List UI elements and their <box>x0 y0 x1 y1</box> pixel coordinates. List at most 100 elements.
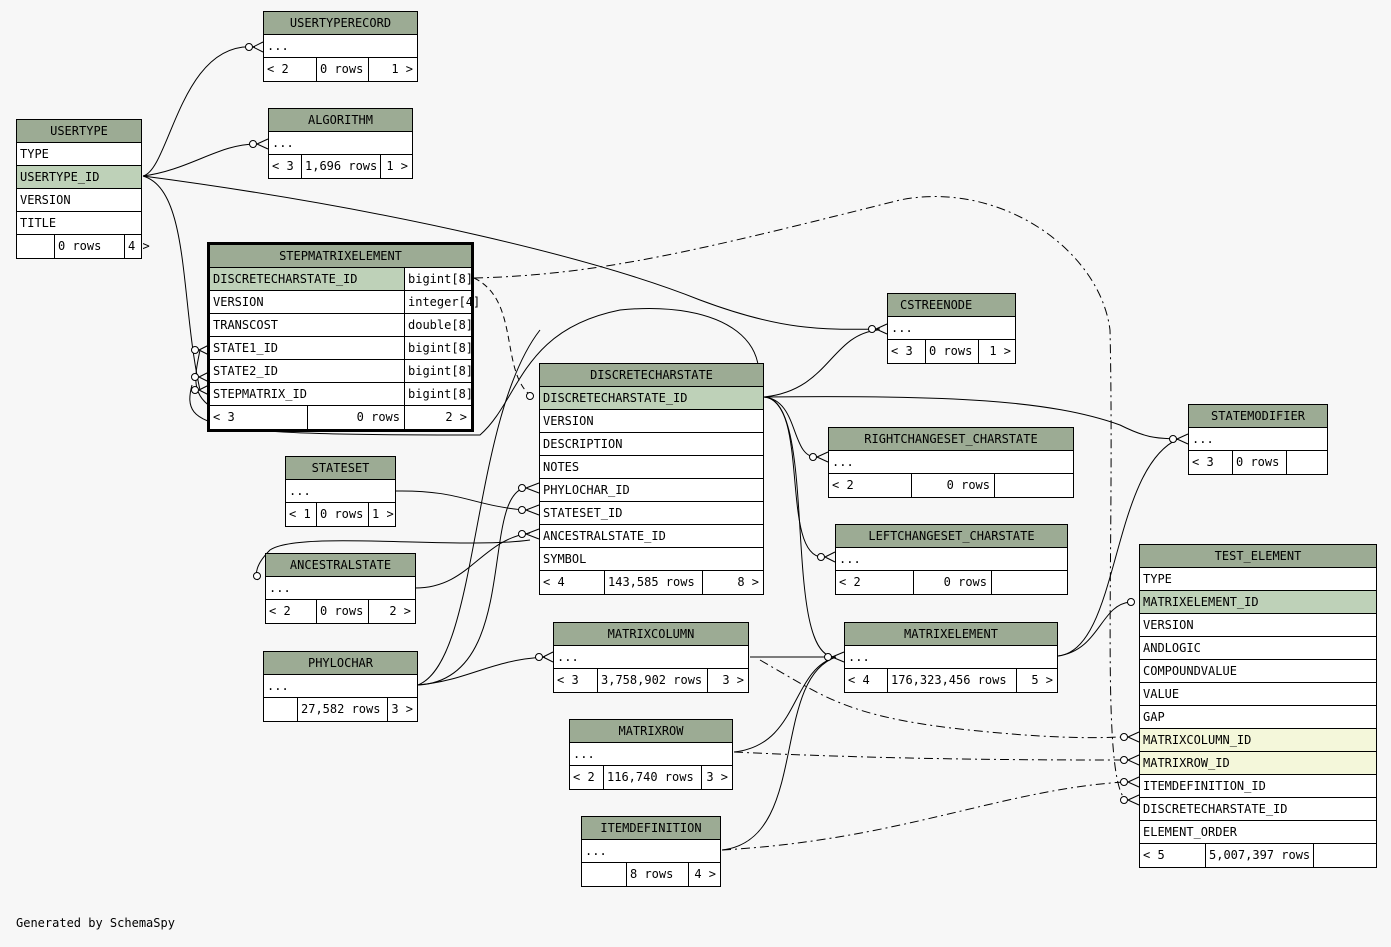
nav-parents-link[interactable]: < 2 <box>839 575 861 589</box>
nav-children-link[interactable] <box>991 571 1067 594</box>
column-row-foreign-key[interactable]: MATRIXROW_ID <box>1140 752 1376 775</box>
table-title[interactable]: STATEMODIFIER <box>1189 405 1327 428</box>
column-row[interactable]: STEPMATRIX_ID bigint[8] <box>210 383 473 406</box>
nav-parents-link[interactable]: < 3 <box>213 410 235 424</box>
nav-parents-link[interactable]: < 3 <box>272 159 294 173</box>
column-row[interactable]: VERSION <box>17 189 141 212</box>
nav-parents-link[interactable]: < 1 <box>289 507 311 521</box>
table-title[interactable]: ALGORITHM <box>269 109 412 132</box>
column-row-primary-key[interactable]: DISCRETECHARSTATE_ID bigint[8] <box>210 268 473 291</box>
column-row[interactable]: NOTES <box>540 456 763 479</box>
nav-children-link[interactable] <box>994 474 1073 497</box>
column-row[interactable]: ITEMDEFINITION_ID <box>1140 775 1376 798</box>
table-title[interactable]: ANCESTRALSTATE <box>266 554 415 577</box>
nav-children-link[interactable]: 1 > <box>368 503 395 526</box>
nav-children-link[interactable] <box>1313 844 1376 867</box>
column-row[interactable]: ... <box>570 743 732 766</box>
column-row[interactable]: ... <box>264 35 417 58</box>
table-matrixelement[interactable]: MATRIXELEMENT ... < 4 176,323,456 rows 5… <box>844 622 1058 693</box>
table-title[interactable]: CSTREENODE <box>888 294 1015 317</box>
column-row[interactable]: VERSION integer[4] <box>210 291 480 314</box>
column-row[interactable]: COMPOUNDVALUE <box>1140 660 1376 683</box>
nav-parents-link[interactable]: < 2 <box>269 604 291 618</box>
nav-children-link[interactable] <box>1286 451 1327 474</box>
column-row[interactable]: ... <box>829 451 1073 474</box>
column-row[interactable]: VALUE <box>1140 683 1376 706</box>
nav-parents-link[interactable]: < 3 <box>891 344 913 358</box>
table-title[interactable]: ITEMDEFINITION <box>582 817 720 840</box>
column-row[interactable]: TYPE <box>1140 568 1376 591</box>
column-row[interactable]: ... <box>286 480 395 503</box>
table-rightchangeset-charstate[interactable]: RIGHTCHANGESET_CHARSTATE ... < 2 0 rows <box>828 427 1074 498</box>
nav-children-link[interactable]: 4 > <box>688 863 720 886</box>
table-discretecharstate[interactable]: DISCRETECHARSTATE DISCRETECHARSTATE_ID V… <box>539 363 764 595</box>
column-row[interactable]: STATE2_ID bigint[8] <box>210 360 473 383</box>
nav-parents-link[interactable]: < 3 <box>557 673 579 687</box>
table-title[interactable]: STATESET <box>286 457 395 480</box>
table-matrixcolumn[interactable]: MATRIXCOLUMN ... < 3 3,758,902 rows 3 > <box>553 622 749 693</box>
table-title[interactable]: USERTYPE <box>17 120 141 143</box>
table-title[interactable]: TEST_ELEMENT <box>1140 545 1376 568</box>
table-itemdefinition[interactable]: ITEMDEFINITION ... 8 rows 4 > <box>581 816 721 887</box>
nav-parents-link[interactable] <box>582 863 626 886</box>
column-row[interactable]: DESCRIPTION <box>540 433 763 456</box>
column-row[interactable]: ANDLOGIC <box>1140 637 1376 660</box>
column-row[interactable]: ELEMENT_ORDER <box>1140 821 1376 844</box>
table-title[interactable]: RIGHTCHANGESET_CHARSTATE <box>829 428 1073 451</box>
table-leftchangeset-charstate[interactable]: LEFTCHANGESET_CHARSTATE ... < 2 0 rows <box>835 524 1068 595</box>
table-title[interactable]: PHYLOCHAR <box>264 652 417 675</box>
column-row[interactable]: SYMBOL <box>540 548 763 571</box>
table-title[interactable]: DISCRETECHARSTATE <box>540 364 763 387</box>
nav-children-link[interactable]: 1 > <box>978 340 1015 363</box>
nav-children-link[interactable]: 3 > <box>701 766 732 789</box>
nav-parents-link[interactable]: < 2 <box>832 478 854 492</box>
column-row[interactable]: ... <box>582 840 720 863</box>
column-row[interactable]: ... <box>269 132 412 155</box>
column-row-primary-key[interactable]: USERTYPE_ID <box>17 166 141 189</box>
column-row[interactable]: VERSION <box>1140 614 1376 637</box>
column-row[interactable]: ... <box>266 577 415 600</box>
table-stateset[interactable]: STATESET ... < 1 0 rows 1 > <box>285 456 396 527</box>
nav-children-link[interactable]: 3 > <box>387 698 417 721</box>
column-row[interactable]: STATESET_ID <box>540 502 763 525</box>
nav-children-link[interactable]: 2 > <box>368 600 415 623</box>
table-title[interactable]: MATRIXROW <box>570 720 732 743</box>
nav-parents-link[interactable]: < 4 <box>543 575 565 589</box>
table-usertype[interactable]: USERTYPE TYPE USERTYPE_ID VERSION TITLE … <box>16 119 150 259</box>
column-row[interactable]: ... <box>888 317 1015 340</box>
table-title[interactable]: STEPMATRIXELEMENT <box>210 245 471 268</box>
column-row-primary-key[interactable]: DISCRETECHARSTATE_ID <box>540 387 763 410</box>
column-row-foreign-key[interactable]: MATRIXCOLUMN_ID <box>1140 729 1376 752</box>
column-row[interactable]: TITLE <box>17 212 141 235</box>
column-row[interactable]: ... <box>264 675 417 698</box>
column-row[interactable]: ... <box>554 646 748 669</box>
nav-parents-link[interactable]: < 2 <box>573 770 595 784</box>
table-title[interactable]: MATRIXCOLUMN <box>554 623 748 646</box>
nav-children-link[interactable]: 3 > <box>707 669 748 692</box>
nav-parents-link[interactable]: < 5 <box>1143 848 1165 862</box>
nav-children-link[interactable]: 2 > <box>404 406 471 429</box>
nav-parents-link[interactable]: < 2 <box>267 62 289 76</box>
column-row[interactable]: PHYLOCHAR_ID <box>540 479 763 502</box>
table-test-element[interactable]: TEST_ELEMENT TYPE MATRIXELEMENT_ID VERSI… <box>1139 544 1377 868</box>
nav-children-link[interactable]: 8 > <box>702 571 763 594</box>
nav-children-link[interactable]: 1 > <box>380 155 412 178</box>
table-usertyperecord[interactable]: USERTYPERECORD ... < 2 0 rows 1 > <box>263 11 418 82</box>
table-stepmatrixelement[interactable]: STEPMATRIXELEMENT DISCRETECHARSTATE_ID b… <box>207 242 480 432</box>
nav-parents-link[interactable] <box>17 235 54 258</box>
table-cstreenode[interactable]: CSTREENODE ... < 3 0 rows 1 > <box>887 293 1016 364</box>
column-row[interactable]: TRANSCOST double[8] <box>210 314 473 337</box>
nav-children-link[interactable]: 1 > <box>368 58 417 81</box>
nav-parents-link[interactable] <box>264 698 297 721</box>
column-row[interactable]: VERSION <box>540 410 763 433</box>
table-phylochar[interactable]: PHYLOCHAR ... 27,582 rows 3 > <box>263 651 418 722</box>
table-algorithm[interactable]: ALGORITHM ... < 3 1,696 rows 1 > <box>268 108 413 179</box>
table-title[interactable]: USERTYPERECORD <box>264 12 417 35</box>
column-row[interactable]: DISCRETECHARSTATE_ID <box>1140 798 1376 821</box>
nav-children-link[interactable]: 5 > <box>1016 669 1057 692</box>
column-row[interactable]: GAP <box>1140 706 1376 729</box>
column-row[interactable]: ... <box>1189 428 1327 451</box>
table-title[interactable]: LEFTCHANGESET_CHARSTATE <box>836 525 1067 548</box>
column-row-primary-key[interactable]: MATRIXELEMENT_ID <box>1140 591 1376 614</box>
nav-parents-link[interactable]: < 4 <box>848 673 870 687</box>
